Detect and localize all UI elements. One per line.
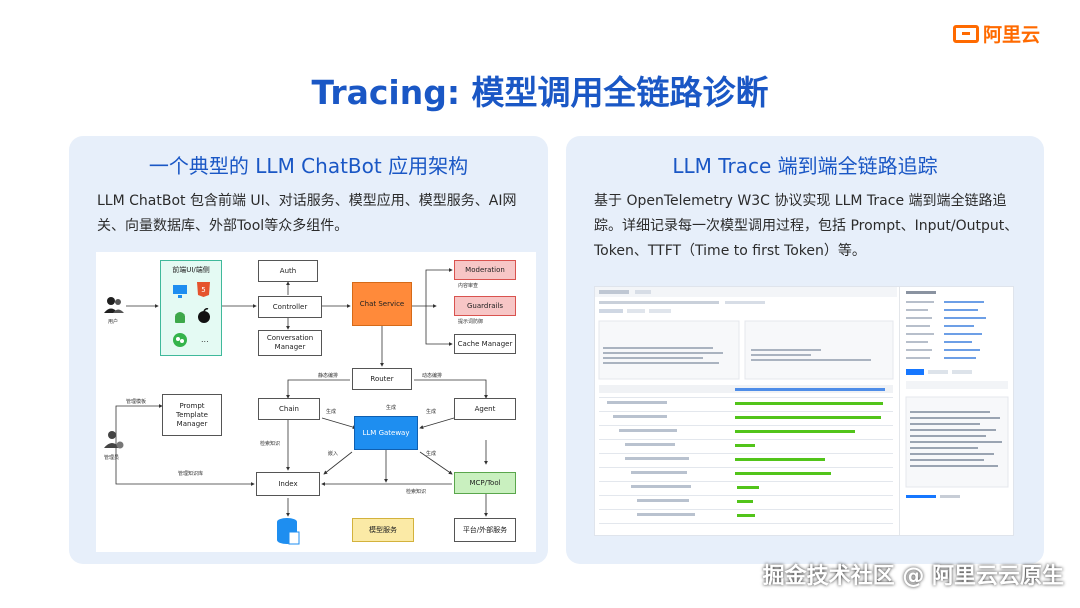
- controller-node: Controller: [258, 296, 322, 318]
- llm-gateway-node: LLM Gateway: [354, 416, 418, 450]
- trace-main-view: [595, 287, 897, 535]
- architecture-panel-title: 一个典型的 LLM ChatBot 应用架构: [148, 154, 469, 178]
- user-label: 用户: [108, 319, 119, 325]
- trace-panel-description: 基于 OpenTelemetry W3C 协议实现 LLM Trace 端到端全…: [594, 193, 1019, 259]
- router-node: Router: [352, 368, 412, 390]
- aliyun-logo: 阿里云: [952, 20, 1040, 47]
- embed-label: 嵌入: [328, 451, 339, 457]
- generate-label-1: 生成: [326, 409, 337, 415]
- svg-text:5: 5: [201, 286, 205, 294]
- chat-service-node: Chat Service: [352, 282, 412, 326]
- prompt-manager-node: Prompt Template Manager: [162, 394, 222, 436]
- manage-templates-label: 管理模板: [126, 399, 147, 405]
- generate-label-2: 生成: [386, 405, 397, 411]
- trace-panel-title: LLM Trace 端到端全链路追踪: [672, 154, 938, 178]
- admin-icon: [104, 430, 124, 454]
- dynamic-orchestration-label: 动态编排: [422, 373, 443, 379]
- prompt-guard-label: 提示词防御: [458, 319, 484, 325]
- content-review-label: 内容审查: [458, 283, 479, 289]
- chain-node: Chain: [258, 398, 320, 420]
- html5-icon: 5: [197, 282, 210, 301]
- generate-label-3: 生成: [426, 409, 437, 415]
- trace-detail-thumbnail: [905, 291, 1009, 498]
- slide-title: Tracing: 模型调用全链路诊断: [311, 73, 769, 112]
- generate-label-4: 生成: [426, 451, 437, 457]
- android-icon: [173, 309, 187, 328]
- moderation-node: Moderation: [454, 260, 516, 280]
- diagram-connectors: [115, 268, 488, 517]
- platform-service-node: 平台/外部服务: [454, 518, 516, 542]
- vector-database-icon: [276, 518, 300, 550]
- frontend-title: 前端UI/端侧: [172, 266, 210, 274]
- wechat-icon: [173, 332, 187, 351]
- trace-screenshot: [594, 286, 1014, 536]
- retrieve-knowledge-label-2: 检索知识: [406, 489, 427, 495]
- guardrails-node: Guardrails: [454, 296, 516, 316]
- trace-waterfall-thumbnail: [595, 287, 897, 524]
- static-orchestration-label: 静态编排: [318, 373, 339, 379]
- frontend-more: ...: [201, 335, 209, 344]
- agent-node: Agent: [454, 398, 516, 420]
- admin-label: 管理员: [104, 455, 120, 461]
- architecture-panel-description: LLM ChatBot 包含前端 UI、对话服务、模型应用、模型服务、AI网关、…: [97, 193, 517, 234]
- monitor-icon: [173, 283, 187, 302]
- manage-kb-label: 管理知识库: [178, 471, 204, 477]
- auth-node: Auth: [258, 260, 318, 282]
- conversation-manager-node: Conversation Manager: [258, 330, 322, 356]
- apple-icon: [197, 308, 211, 327]
- user-icon: [104, 296, 124, 318]
- model-service-node: 模型服务: [352, 518, 414, 542]
- retrieve-knowledge-label-1: 检索知识: [260, 441, 281, 447]
- footer-watermark: 掘金技术社区 @ 阿里云云原生: [762, 564, 1064, 589]
- architecture-diagram: 用户 前端UI/端侧 5 ... Auth Controller Convers…: [96, 252, 536, 552]
- cache-manager-node: Cache Manager: [454, 334, 516, 354]
- mcp-tool-node: MCP/Tool: [454, 472, 516, 494]
- index-node: Index: [256, 472, 320, 496]
- trace-detail-panel: [899, 287, 1013, 535]
- aliyun-logo-icon: [952, 24, 979, 43]
- logo-text: 阿里云: [982, 24, 1040, 46]
- frontend-group: 前端UI/端侧 5 ...: [160, 260, 222, 356]
